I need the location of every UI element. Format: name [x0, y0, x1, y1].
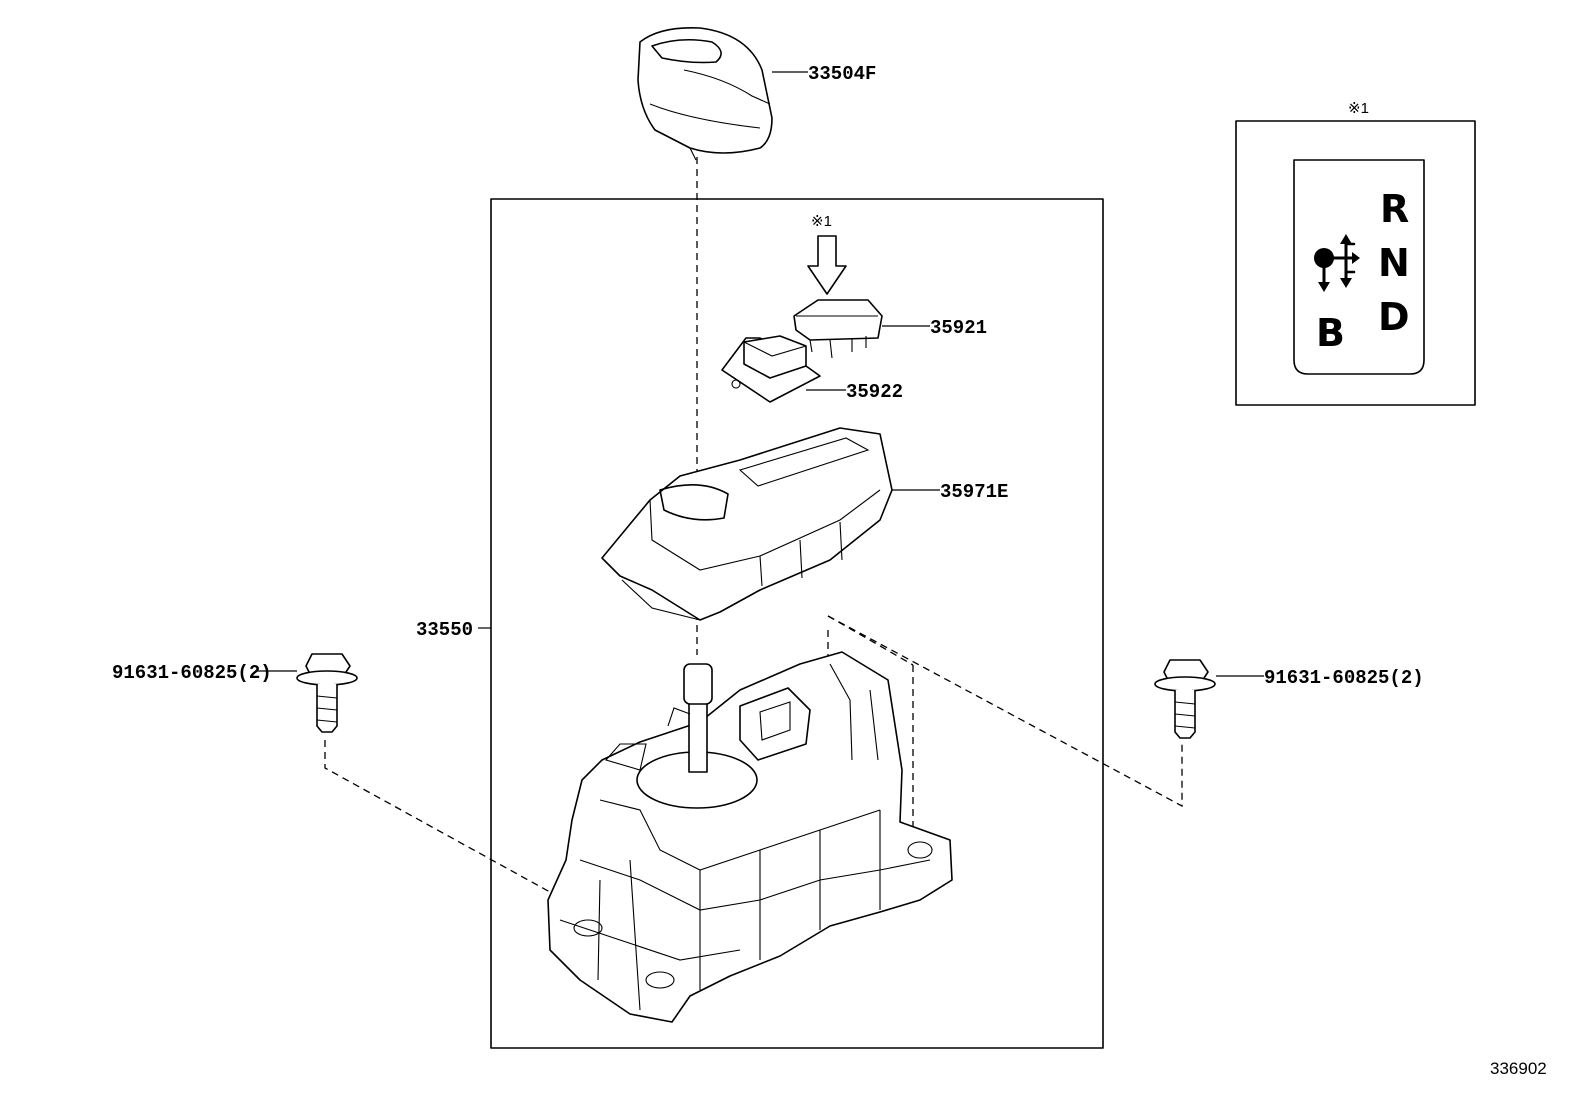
shift-letter-r: R	[1380, 187, 1409, 231]
note-inset-marker: ※1	[1348, 100, 1369, 117]
down-arrow-icon	[807, 235, 847, 295]
label-switch-lower: 35922	[846, 381, 903, 403]
indicator-housing-part	[601, 427, 893, 621]
label-bolt-right: 91631-60825(2)	[1264, 667, 1424, 689]
shift-knob-part	[637, 26, 773, 161]
inset-frame	[1235, 120, 1476, 406]
label-indicator-housing: 35971E	[940, 481, 1008, 503]
shift-position-dot-icon	[1314, 248, 1334, 268]
switch-lower-part	[721, 335, 821, 403]
shift-pattern-plate	[1293, 159, 1425, 375]
bolt-right-part	[1154, 659, 1216, 739]
switch-upper-part	[793, 299, 883, 359]
shift-lever-assembly-part	[547, 651, 953, 1023]
label-shift-lever-assembly: 33550	[416, 619, 473, 641]
label-bolt-left: 91631-60825(2)	[112, 662, 272, 684]
bolt-left-part	[296, 653, 358, 733]
shift-letter-b: B	[1316, 311, 1345, 355]
label-shift-knob: 33504F	[808, 63, 876, 85]
note-arrow-marker: ※1	[811, 213, 832, 230]
shift-letter-n: N	[1378, 241, 1410, 285]
shift-pattern-symbol	[1314, 234, 1360, 292]
shift-letter-d: D	[1378, 295, 1410, 339]
label-switch-upper: 35921	[930, 317, 987, 339]
diagram-number: 336902	[1490, 1059, 1547, 1078]
assembly-frame	[490, 198, 1104, 1049]
